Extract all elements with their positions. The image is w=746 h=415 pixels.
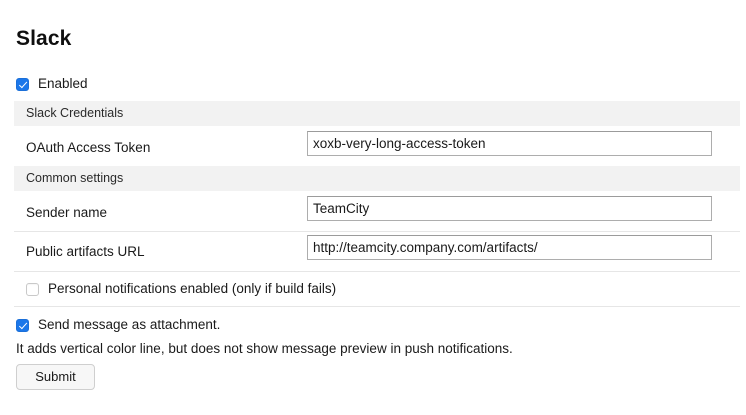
oauth-access-token-label: OAuth Access Token (26, 140, 151, 155)
sender-name-input[interactable] (307, 196, 712, 221)
sender-name-label: Sender name (26, 205, 108, 220)
oauth-access-token-input[interactable] (307, 131, 712, 156)
enabled-checkbox-row[interactable]: Enabled (16, 75, 88, 93)
field-row-sender-name: Sender name (14, 192, 740, 234)
public-artifacts-url-label: Public artifacts URL (26, 244, 145, 259)
section-header-common-settings: Common settings (14, 166, 740, 191)
field-row-oauth-access-token: OAuth Access Token (14, 127, 740, 169)
row-divider (14, 231, 740, 232)
personal-notifications-row[interactable]: Personal notifications enabled (only if … (14, 272, 740, 306)
page-title: Slack (16, 27, 72, 50)
section-header-label: Common settings (26, 171, 124, 185)
section-header-slack-credentials: Slack Credentials (14, 101, 740, 126)
enabled-checkbox-label: Enabled (38, 76, 88, 91)
field-row-public-artifacts-url: Public artifacts URL (14, 231, 740, 273)
attachment-checkbox-row[interactable]: Send message as attachment. (16, 317, 513, 333)
row-divider (14, 306, 740, 307)
checkbox-unchecked-icon[interactable] (26, 282, 39, 296)
row-divider (14, 271, 740, 272)
checkbox-checked-icon[interactable] (16, 77, 29, 91)
attachment-block: Send message as attachment. It adds vert… (16, 317, 513, 357)
personal-notifications-label: Personal notifications enabled (only if … (48, 281, 337, 296)
checkbox-checked-icon[interactable] (16, 318, 29, 332)
submit-button[interactable]: Submit (16, 364, 95, 390)
attachment-help-text: It adds vertical color line, but does no… (16, 341, 513, 356)
section-header-label: Slack Credentials (26, 106, 124, 120)
attachment-checkbox-label: Send message as attachment. (38, 317, 221, 332)
public-artifacts-url-input[interactable] (307, 235, 712, 260)
